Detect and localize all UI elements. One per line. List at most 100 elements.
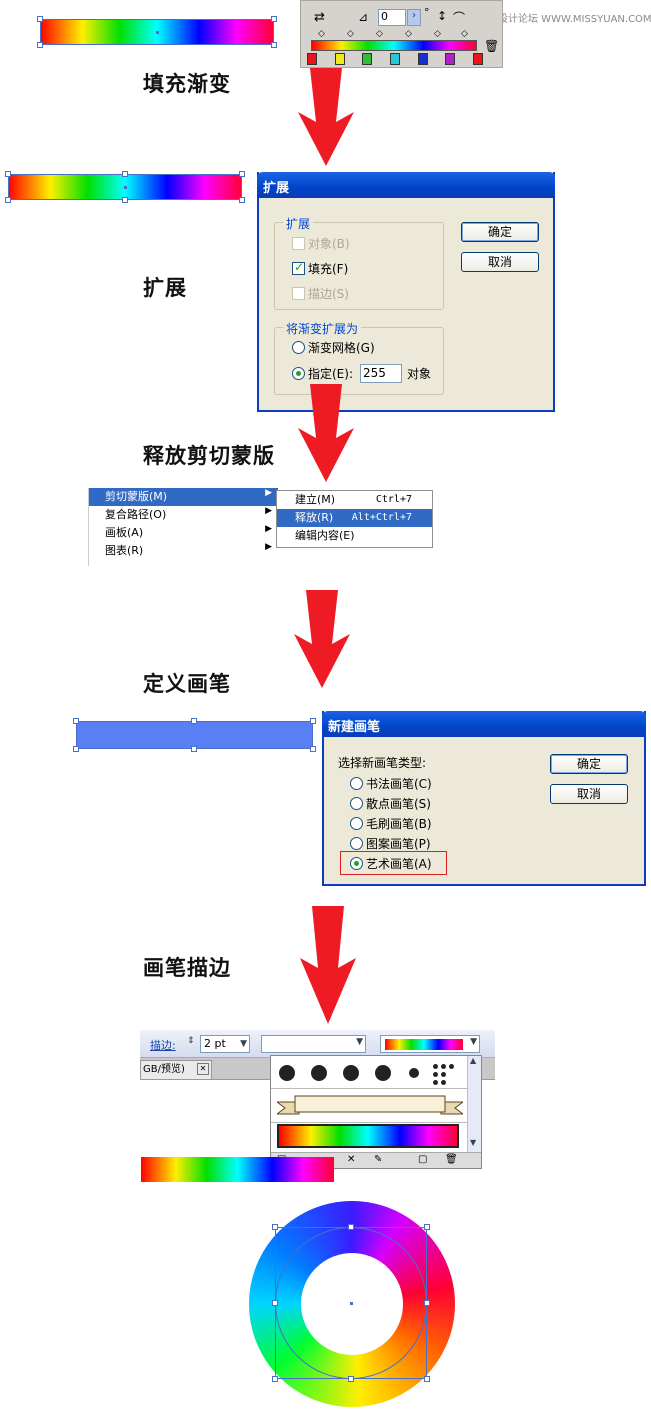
object-checkbox[interactable]: 对象(B) (292, 235, 350, 252)
brush-dot[interactable] (311, 1065, 327, 1081)
blue-brush-bar[interactable] (76, 721, 313, 749)
chevron-up-icon[interactable]: ▲ (470, 1056, 477, 1065)
gradient-type-icon[interactable]: ⌒ (453, 11, 466, 25)
selection-handle[interactable] (310, 718, 316, 724)
brush-type-radio[interactable]: 毛刷画笔(B) (350, 815, 432, 832)
brush-dot[interactable] (409, 1068, 419, 1078)
brush-dot[interactable] (343, 1065, 359, 1081)
radio-button[interactable] (350, 857, 363, 870)
brush-dot[interactable] (375, 1065, 391, 1081)
selection-handle[interactable] (73, 718, 79, 724)
gradient-stop[interactable] (418, 53, 428, 65)
midpoint-diamond[interactable]: ◇ (405, 29, 412, 39)
specify-radio[interactable]: 指定(E): 255 对象 (292, 364, 431, 383)
selection-handle[interactable] (239, 171, 245, 177)
gradient-stop[interactable] (362, 53, 372, 65)
remove-stroke-icon[interactable]: ✕ (347, 1154, 356, 1165)
brush-dot[interactable] (433, 1080, 438, 1085)
selection-handle[interactable] (424, 1300, 430, 1306)
stroke-checkbox[interactable]: 描边(S) (292, 285, 349, 302)
art-brush-swatch[interactable] (277, 1124, 459, 1148)
selection-handle[interactable] (272, 1300, 278, 1306)
menu-item[interactable]: 复合路径(O) (105, 508, 167, 521)
reverse-gradient-icon[interactable]: ⇄ (314, 10, 325, 25)
gradient-stop[interactable] (473, 53, 483, 65)
gradient-stop[interactable] (390, 53, 400, 65)
banner-brush-icon[interactable] (277, 1092, 463, 1120)
close-icon[interactable]: ✕ (197, 1063, 209, 1075)
stroke-weight-stepper[interactable]: ⇕ (187, 1036, 195, 1046)
brush-dot[interactable] (441, 1072, 446, 1077)
selection-handle[interactable] (73, 746, 79, 752)
selection-handle[interactable] (37, 16, 43, 22)
brush-dot[interactable] (433, 1064, 438, 1069)
gradient-mesh-radio[interactable]: 渐变网格(G) (292, 339, 375, 356)
selection-handle[interactable] (348, 1224, 354, 1230)
chevron-down-icon[interactable]: ▼ (356, 1037, 363, 1047)
radio-button[interactable] (350, 797, 363, 810)
options-icon[interactable]: ✎ (374, 1154, 383, 1165)
midpoint-diamond[interactable]: ◇ (376, 29, 383, 39)
radio-button[interactable] (292, 341, 305, 354)
cancel-button[interactable]: 取消 (550, 784, 628, 804)
selection-handle[interactable] (272, 1224, 278, 1230)
radio-button[interactable] (350, 817, 363, 830)
panel-scrollbar[interactable]: ▲ ▼ (467, 1056, 481, 1152)
menu-row[interactable]: 图表(R)▶ (89, 542, 278, 560)
brush-type-radio[interactable]: 书法画笔(C) (350, 775, 432, 792)
trash-icon[interactable]: 🗑 (445, 1154, 458, 1165)
scatter-brush-row[interactable] (271, 1056, 467, 1089)
checkbox-box[interactable] (292, 287, 305, 300)
trash-icon[interactable]: 🗑 (484, 39, 500, 53)
selection-handle[interactable] (191, 718, 197, 724)
specify-input[interactable]: 255 (360, 364, 402, 383)
brush-type-radio[interactable]: 图案画笔(P) (350, 835, 431, 852)
midpoint-diamond[interactable]: ◇ (434, 29, 441, 39)
submenu-item[interactable]: 建立(M)Ctrl+7 (277, 491, 432, 509)
ok-button[interactable]: 确定 (461, 222, 539, 242)
fill-checkbox[interactable]: 填充(F) (292, 260, 348, 277)
menu-item[interactable]: 剪切蒙版(M) (89, 488, 278, 506)
stroke-weight-input[interactable]: 2 pt ▼ (200, 1035, 250, 1053)
stroke-label[interactable]: 描边: (150, 1039, 176, 1052)
selection-handle[interactable] (122, 171, 128, 177)
gradient-stop[interactable] (335, 53, 345, 65)
brush-dot[interactable] (433, 1072, 438, 1077)
submenu-item[interactable]: 编辑内容(E) (277, 527, 432, 545)
menu-item[interactable]: 图表(R) (105, 544, 144, 557)
selection-handle[interactable] (5, 197, 11, 203)
menu-row[interactable]: 剪切蒙版(M)▶ (89, 488, 278, 506)
brush-dot[interactable] (441, 1064, 446, 1069)
selection-handle[interactable] (191, 746, 197, 752)
chevron-down-icon[interactable]: ▼ (470, 1037, 477, 1047)
chevron-down-icon[interactable]: ▼ (470, 1138, 477, 1147)
brush-type-radio[interactable]: 艺术画笔(A) (350, 855, 432, 872)
radio-button[interactable] (350, 777, 363, 790)
submenu-item[interactable]: 释放(R)Alt+Ctrl+7 (277, 509, 432, 527)
ok-button[interactable]: 确定 (550, 754, 628, 774)
chevron-down-icon[interactable]: ▼ (240, 1039, 247, 1049)
selection-handle[interactable] (272, 1376, 278, 1382)
selection-handle[interactable] (424, 1224, 430, 1230)
selection-handle[interactable] (239, 197, 245, 203)
menu-item[interactable]: 画板(A) (105, 526, 144, 539)
menu-row[interactable]: 复合路径(O)▶ (89, 506, 278, 524)
radio-button[interactable] (350, 837, 363, 850)
midpoint-diamond[interactable]: ◇ (347, 29, 354, 39)
gradient-stop[interactable] (307, 53, 317, 65)
radio-button[interactable] (292, 367, 305, 380)
gradient-stop[interactable] (445, 53, 455, 65)
brush-definition-dropdown[interactable]: ▼ (380, 1035, 480, 1053)
brush-type-radio[interactable]: 散点画笔(S) (350, 795, 431, 812)
gradient-slider-ramp[interactable] (311, 40, 477, 51)
selection-handle[interactable] (310, 746, 316, 752)
selection-handle[interactable] (271, 42, 277, 48)
selection-handle[interactable] (5, 171, 11, 177)
selection-handle[interactable] (37, 42, 43, 48)
menu-row[interactable]: 画板(A)▶ (89, 524, 278, 542)
selection-handle[interactable] (424, 1376, 430, 1382)
midpoint-diamond[interactable]: ◇ (318, 29, 325, 39)
selection-handle[interactable] (348, 1376, 354, 1382)
brush-dot[interactable] (279, 1065, 295, 1081)
selection-handle[interactable] (271, 16, 277, 22)
